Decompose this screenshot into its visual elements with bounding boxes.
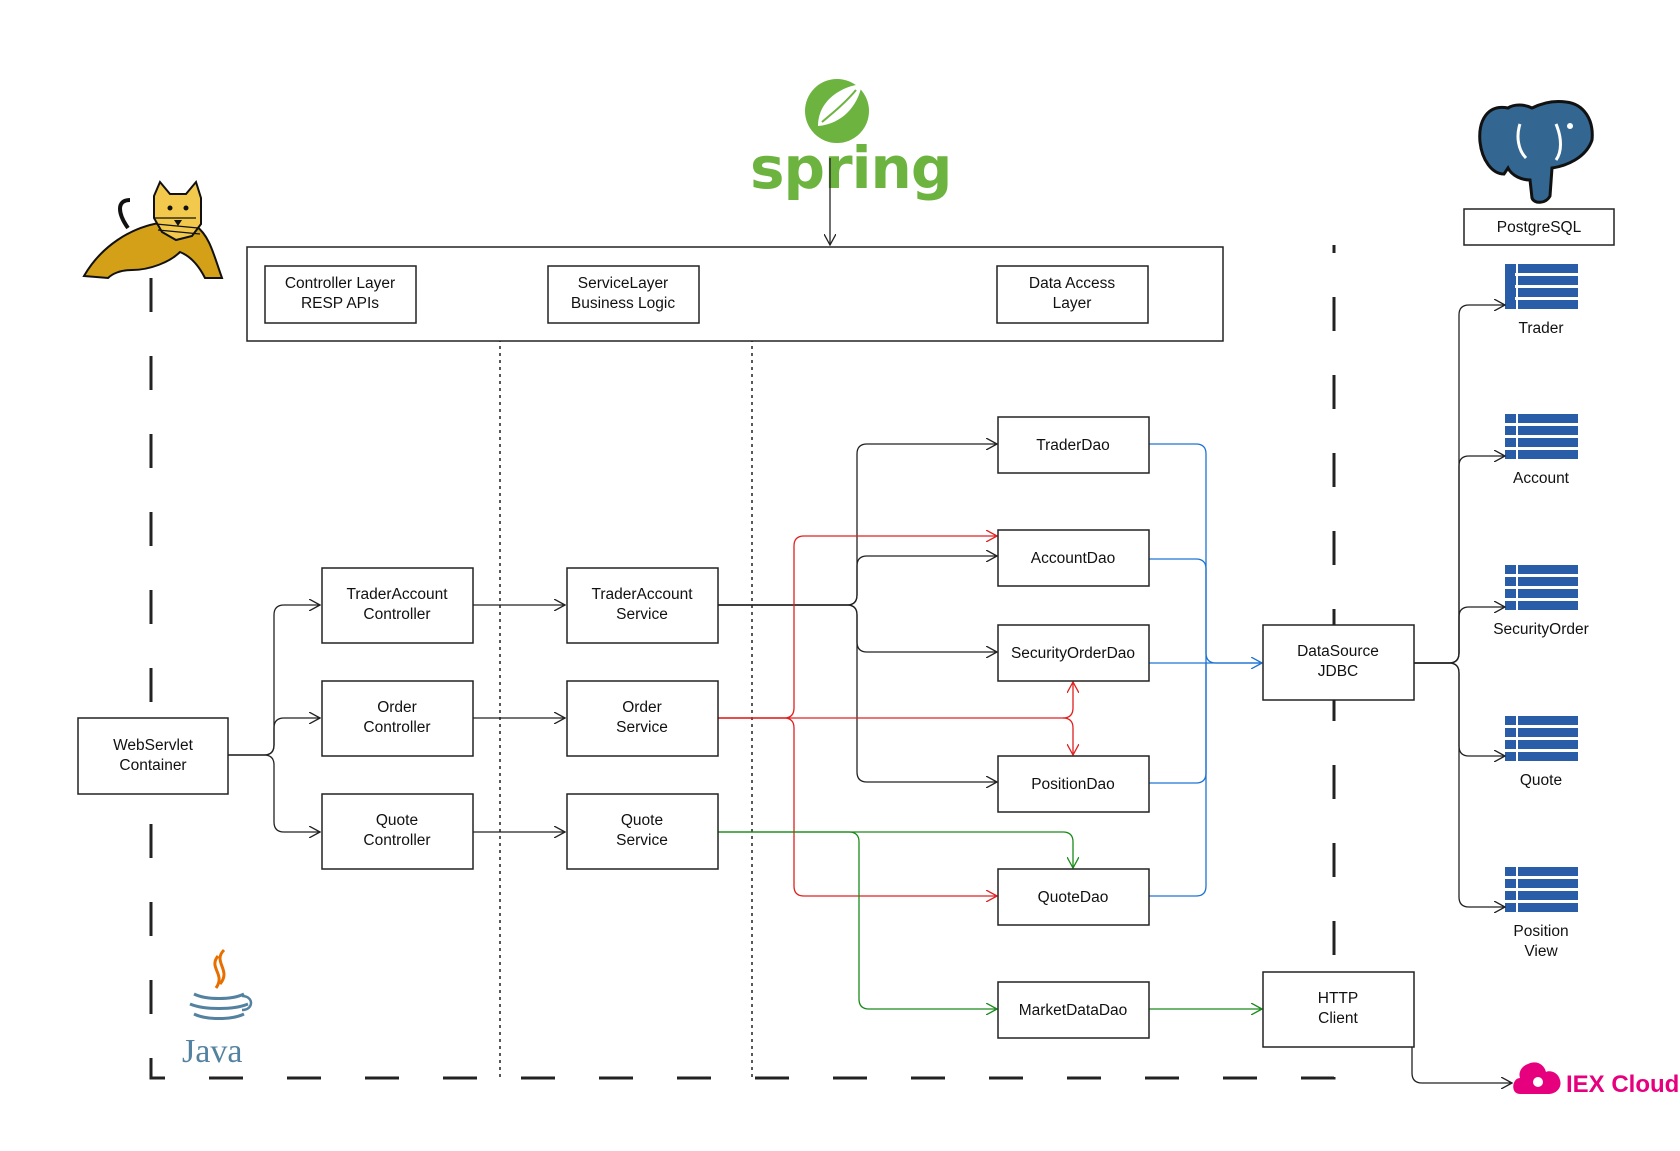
svg-text:TraderAccount: TraderAccount	[591, 586, 693, 603]
svg-text:ServiceLayer: ServiceLayer	[578, 275, 668, 292]
controller-layer-label: Controller Layer RESP APIs	[264, 265, 417, 324]
table-label: Trader	[1518, 320, 1563, 337]
db-table-quote: Quote	[1505, 716, 1578, 789]
table-label: Quote	[1520, 772, 1562, 789]
table-label: SecurityOrder	[1493, 621, 1589, 638]
svg-text:QuoteDao: QuoteDao	[1038, 889, 1109, 906]
green-connectors	[718, 831, 1262, 1009]
quote-controller-node: Quote Controller	[321, 793, 474, 870]
postgresql-logo	[1478, 100, 1594, 204]
http-client-node: HTTP Client	[1262, 971, 1415, 1048]
table-label: View	[1524, 943, 1558, 960]
blue-connectors	[1149, 443, 1262, 897]
svg-text:Data Access: Data Access	[1029, 275, 1115, 292]
svg-text:Quote: Quote	[621, 812, 663, 829]
java-wordmark: Java	[182, 1033, 242, 1070]
tomcat-logo	[82, 179, 224, 280]
svg-text:Controller: Controller	[363, 606, 430, 623]
position-dao-node: PositionDao	[997, 755, 1150, 813]
svg-text:Quote: Quote	[376, 812, 418, 829]
svg-text:Service: Service	[616, 719, 668, 736]
iex-cloud-logo: IEX Cloud	[1513, 1062, 1679, 1098]
svg-text:Order: Order	[622, 699, 662, 716]
table-label: Account	[1513, 470, 1570, 487]
svg-text:Client: Client	[1318, 1010, 1358, 1027]
svg-text:TraderAccount: TraderAccount	[346, 586, 448, 603]
svg-text:RESP APIs: RESP APIs	[301, 295, 379, 312]
svg-text:TraderDao: TraderDao	[1036, 437, 1110, 454]
svg-text:Controller Layer: Controller Layer	[285, 275, 395, 292]
order-service-node: Order Service	[566, 680, 719, 757]
svg-text:Service: Service	[616, 832, 668, 849]
java-logo: Java	[182, 948, 253, 1070]
table-icon	[1505, 716, 1578, 761]
dao-layer-label: Data Access Layer	[996, 265, 1149, 324]
webservlet-container-node: WebServlet Container	[77, 717, 229, 795]
db-table-account: Account	[1505, 414, 1578, 487]
svg-text:Business Logic: Business Logic	[571, 295, 676, 312]
table-icon	[1505, 264, 1578, 309]
trader-account-service-node: TraderAccount Service	[566, 567, 719, 644]
svg-text:Layer: Layer	[1053, 295, 1092, 312]
account-dao-node: AccountDao	[997, 529, 1150, 587]
svg-text:DataSource: DataSource	[1297, 643, 1379, 660]
svg-text:Service: Service	[616, 606, 668, 623]
quote-dao-node: QuoteDao	[997, 868, 1150, 926]
svg-text:Controller: Controller	[363, 832, 430, 849]
market-data-dao-node: MarketDataDao	[997, 981, 1150, 1039]
quote-service-node: Quote Service	[566, 793, 719, 870]
svg-text:Controller: Controller	[363, 719, 430, 736]
table-label: Position	[1513, 923, 1568, 940]
table-icon	[1505, 414, 1578, 459]
db-table-trader: Trader	[1505, 264, 1578, 337]
svg-text:Container: Container	[119, 757, 186, 774]
spring-wordmark: spring	[750, 134, 951, 202]
trader-dao-node: TraderDao	[997, 416, 1150, 474]
svg-text:PositionDao: PositionDao	[1031, 776, 1115, 793]
table-icon	[1505, 867, 1578, 912]
db-view-position: Position View	[1505, 867, 1578, 960]
table-icon	[1505, 565, 1578, 610]
svg-text:WebServlet: WebServlet	[113, 737, 194, 754]
spring-logo: spring	[750, 79, 952, 202]
tomcat-container-boundary	[149, 245, 1336, 1080]
svg-text:PostgreSQL: PostgreSQL	[1497, 219, 1582, 236]
svg-text:SecurityOrderDao: SecurityOrderDao	[1011, 645, 1135, 662]
postgresql-label: PostgreSQL	[1463, 208, 1615, 246]
trader-account-controller-node: TraderAccount Controller	[321, 567, 474, 644]
datasource-jdbc-node: DataSource JDBC	[1262, 624, 1415, 701]
svg-text:AccountDao: AccountDao	[1031, 550, 1115, 567]
black-connectors	[228, 305, 1512, 1083]
red-connectors	[718, 536, 1073, 896]
iex-cloud-wordmark: IEX Cloud	[1566, 1071, 1679, 1098]
svg-text:Order: Order	[377, 699, 417, 716]
order-controller-node: Order Controller	[321, 680, 474, 757]
svg-text:MarketDataDao: MarketDataDao	[1019, 1002, 1128, 1019]
service-layer-label: ServiceLayer Business Logic	[547, 265, 700, 324]
svg-text:HTTP: HTTP	[1318, 990, 1358, 1007]
svg-text:JDBC: JDBC	[1318, 663, 1358, 680]
security-order-dao-node: SecurityOrderDao	[997, 624, 1150, 682]
db-table-securityorder: SecurityOrder	[1493, 565, 1589, 638]
